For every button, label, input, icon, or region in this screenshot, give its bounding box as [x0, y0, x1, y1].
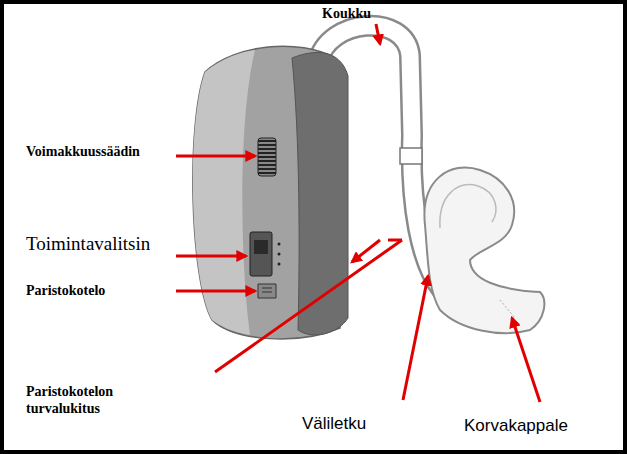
part-label: Väliletku [302, 414, 366, 434]
ear-mould-shade [440, 185, 496, 228]
volume-wheel [258, 138, 276, 176]
tube-joint [400, 148, 422, 164]
leader-arrows [176, 24, 540, 402]
switch-knob [254, 240, 268, 254]
ear-mould-seam [500, 300, 515, 318]
part-label: Toimintavalitsin [26, 233, 150, 256]
program-switch [250, 232, 272, 276]
part-label: Koukku [322, 6, 371, 23]
part-label: Paristokotelon turvalukitus [26, 384, 176, 418]
part-label: Voimakkuussäädin [26, 144, 140, 161]
body-face [292, 52, 348, 334]
part-label: Korvakappale [464, 416, 568, 436]
part-label: Paristokotelo [26, 283, 105, 300]
battery-door [258, 284, 276, 298]
ear-mould [424, 167, 544, 333]
